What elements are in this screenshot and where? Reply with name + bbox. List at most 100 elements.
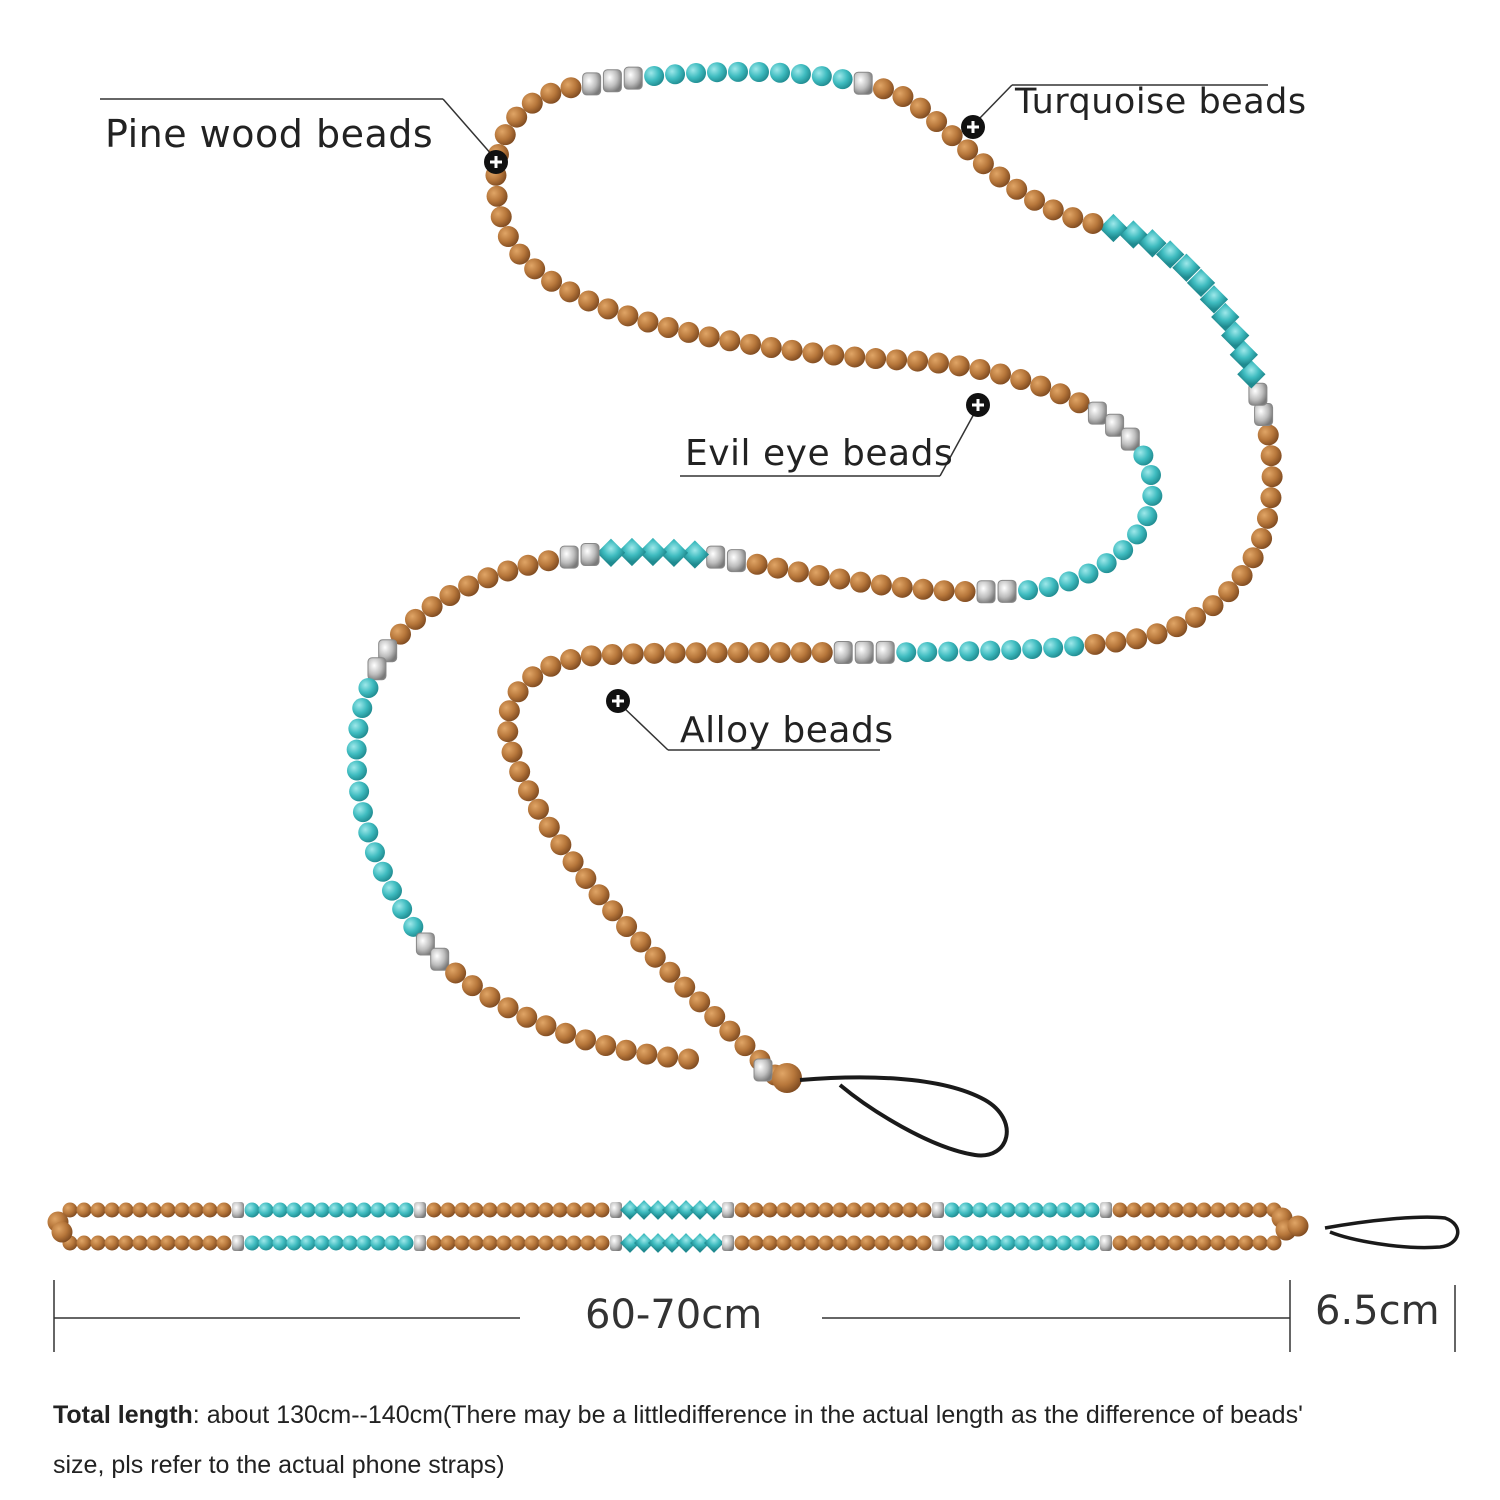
alloy-bead xyxy=(414,1235,426,1251)
wood-bead xyxy=(748,641,770,663)
wood-bead xyxy=(892,86,914,108)
evil-eye-plus-icon xyxy=(966,393,990,417)
turq-bead xyxy=(258,1202,274,1218)
alloy-bead xyxy=(232,1235,244,1251)
cube-bead xyxy=(690,1200,710,1220)
wood-bead xyxy=(104,1202,120,1218)
turq-bead xyxy=(346,760,367,781)
alloy-bead xyxy=(833,640,853,664)
turq-bead xyxy=(986,1202,1002,1218)
wood-bead xyxy=(804,1235,820,1251)
wood-bead xyxy=(496,1235,512,1251)
wood-bead xyxy=(90,1235,106,1251)
wood-bead xyxy=(811,641,833,663)
alloy-bead xyxy=(722,1202,734,1218)
wood-bead xyxy=(575,867,597,889)
wood-bead xyxy=(440,1235,456,1251)
wood-bead xyxy=(941,125,963,147)
wood-bead xyxy=(522,666,544,688)
wood-bead xyxy=(989,166,1011,188)
turq-bead xyxy=(372,861,393,882)
turq-bead xyxy=(1014,1235,1030,1251)
wood-bead xyxy=(636,1043,658,1065)
turq-bead xyxy=(392,899,413,920)
large-wood-bead xyxy=(772,1063,802,1093)
pine-plus-icon xyxy=(484,150,508,174)
wood-bead xyxy=(540,655,562,677)
wood-bead xyxy=(439,584,461,606)
wood-bead xyxy=(1182,1202,1198,1218)
wood-bead xyxy=(622,643,644,665)
wood-bead xyxy=(734,1202,750,1218)
wood-bead xyxy=(132,1202,148,1218)
turq-bead xyxy=(986,1235,1002,1251)
cube-bead xyxy=(620,1233,640,1253)
cube-bead xyxy=(659,538,689,567)
wood-bead xyxy=(510,1235,526,1251)
alloy-bead xyxy=(997,579,1017,603)
alloy-bead xyxy=(976,580,996,604)
wood-bead xyxy=(1238,1202,1254,1218)
wood-bead xyxy=(1252,1235,1268,1251)
cube-bead xyxy=(1186,268,1216,297)
wood-bead xyxy=(389,623,411,645)
wood-bead xyxy=(776,1202,792,1218)
alloy-bead xyxy=(415,932,435,956)
wood-bead xyxy=(727,641,749,663)
turquoise-plus-icon xyxy=(961,115,985,139)
wood-bead xyxy=(454,1235,470,1251)
turq-bead xyxy=(1043,637,1064,658)
wood-bead xyxy=(888,1235,904,1251)
wood-bead xyxy=(1042,199,1064,221)
wood-bead xyxy=(657,1046,679,1068)
wood-bead xyxy=(118,1235,134,1251)
wood-bead xyxy=(575,1029,597,1051)
turq-bead xyxy=(258,1235,274,1251)
wood-bead xyxy=(1202,595,1224,617)
wood-bead xyxy=(734,1235,750,1251)
turq-bead xyxy=(1028,1235,1044,1251)
wood-bead xyxy=(927,352,949,374)
wood-bead xyxy=(509,243,531,265)
main-cord-loop xyxy=(799,1075,1009,1158)
turq-bead xyxy=(300,1235,316,1251)
loop-dimension-label: 6.5cm xyxy=(1315,1288,1440,1334)
wood-bead xyxy=(790,1235,806,1251)
turq-bead xyxy=(356,1202,372,1218)
wood-bead xyxy=(739,333,761,355)
turq-bead xyxy=(352,698,373,719)
alloy-bead xyxy=(722,1235,734,1251)
wood-bead xyxy=(104,1235,120,1251)
wood-bead xyxy=(421,596,443,618)
wood-bead xyxy=(132,1235,148,1251)
wood-bead xyxy=(1182,1235,1198,1251)
cube-bead xyxy=(596,538,626,567)
wood-bead xyxy=(506,106,528,128)
turq-bead xyxy=(686,63,707,84)
wood-bead xyxy=(616,916,638,938)
wood-bead xyxy=(916,1202,932,1218)
wood-bead xyxy=(440,1202,456,1218)
alloy-bead xyxy=(853,71,873,95)
wood-bead xyxy=(1084,633,1106,655)
alloy-label: Alloy beads xyxy=(680,710,894,751)
cube-bead xyxy=(704,1200,724,1220)
wood-bead xyxy=(535,1015,557,1037)
turq-bead xyxy=(342,1202,358,1218)
wood-bead xyxy=(818,1202,834,1218)
wood-bead xyxy=(1224,1202,1240,1218)
alloy-bead xyxy=(932,1235,944,1251)
alloy-bead xyxy=(854,640,874,664)
wood-bead xyxy=(790,1202,806,1218)
wood-bead xyxy=(1112,1202,1128,1218)
wood-bead xyxy=(748,1235,764,1251)
wood-bead xyxy=(497,226,519,248)
wood-bead xyxy=(902,1202,918,1218)
wood-bead xyxy=(969,358,991,380)
turq-bead xyxy=(1038,576,1059,597)
turq-bead xyxy=(706,62,727,83)
wood-bead xyxy=(1260,487,1282,509)
cube-bead xyxy=(634,1233,654,1253)
wood-bead xyxy=(872,78,894,100)
turq-bead xyxy=(958,1202,974,1218)
